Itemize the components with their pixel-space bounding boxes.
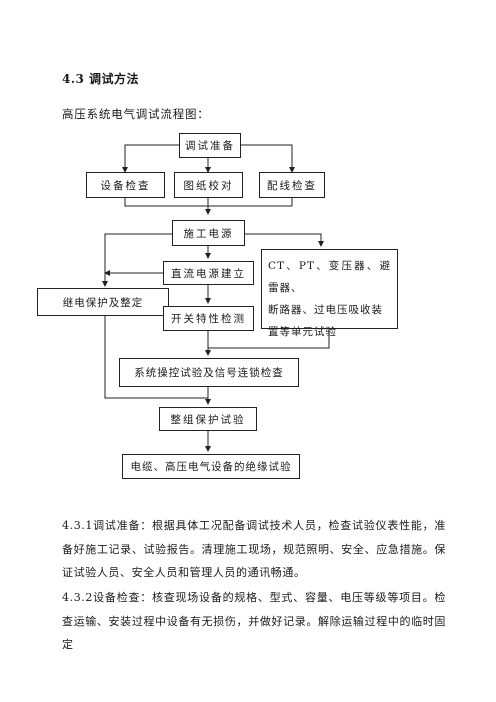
flow-step-equipment-check: 设备检查	[86, 172, 165, 198]
flow-step-wiring-check: 配线检查	[259, 172, 325, 198]
flow-step-drawing-check: 图纸校对	[174, 172, 243, 198]
paragraph-4-3-2: 4.3.2设备检查：核查现场设备的规格、型式、容量、电压等级等项目。检查运输、安…	[62, 591, 446, 651]
paragraph-4-3-1: 4.3.1调试准备：根据具体工况配备调试技术人员，检查试验仪表性能，准备好施工记…	[62, 519, 446, 579]
flow-step-relay-protection: 继电保护及整定	[37, 288, 169, 316]
flow-step-control-test: 系统操控试验及信号连锁检查	[119, 358, 299, 387]
unit-test-line-2: 断路器、过电压吸收装	[268, 304, 383, 316]
section-heading: 4.3 调试方法	[62, 72, 140, 86]
flow-step-group-protection: 整组保护试验	[159, 407, 257, 431]
unit-test-line-1: CT、PT、变压器、避雷器、	[268, 260, 391, 294]
flowchart-intro: 高压系统电气调试流程图：	[62, 107, 210, 121]
flow-step-switch-test: 开关特性检测	[163, 306, 254, 331]
flow-step-insulation-test: 电缆、高压电气设备的绝缘试验	[122, 454, 300, 479]
flow-step-dc-power: 直流电源建立	[163, 261, 254, 285]
flow-step-prepare: 调试准备	[179, 133, 241, 158]
unit-test-line-3: 置等单元试验	[268, 326, 337, 338]
flow-step-unit-test: CT、PT、变压器、避雷器、 断路器、过电压吸收装 置等单元试验	[261, 249, 398, 338]
flow-step-construction-power: 施工电源	[172, 220, 245, 246]
